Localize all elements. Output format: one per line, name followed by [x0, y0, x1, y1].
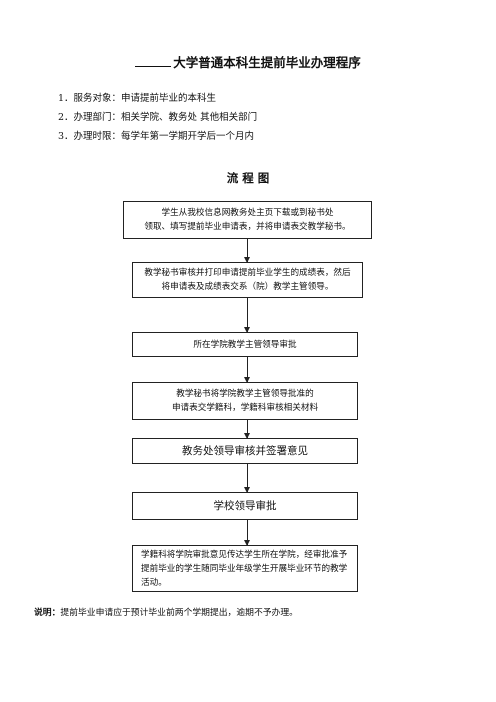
- flow-step-3-line-1: 所在学院教学主管领导审批: [193, 339, 297, 350]
- flow-step-5: 教务处领导审核并签署意见: [132, 438, 358, 464]
- flowchart-heading: 流 程 图: [226, 171, 270, 185]
- info-list: 1．服务对象：申请提前毕业的本科生 2．办理部门：相关学院、教务处 其他相关部门…: [58, 89, 257, 146]
- flow-arrow: [244, 298, 250, 333]
- info-service-target: 1．服务对象：申请提前毕业的本科生: [58, 93, 217, 104]
- flow-step-5-line-1: 教务处领导审核并签署意见: [182, 445, 308, 457]
- flow-step-7-line-3: 活动。: [141, 577, 167, 588]
- flow-step-7: 学籍科将学院审批意见传达学生所在学院，经审批准予 提前毕业的学生随同毕业年级学生…: [132, 545, 358, 592]
- flow-arrow: [244, 239, 250, 263]
- flow-arrow: [244, 357, 250, 383]
- flow-step-6-line-1: 学校领导审批: [213, 500, 277, 512]
- flow-step-3: 所在学院教学主管领导审批: [132, 332, 358, 357]
- flow-step-1-line-1: 学生从我校信息网教务处主页下载或到秘书处: [161, 208, 334, 218]
- document-title: 大学普通本科生提前毕业办理程序: [0, 52, 496, 71]
- flow-step-4-line-1: 教学秘书将学院教学主管领导批准的: [176, 389, 314, 399]
- flow-step-4: 教学秘书将学院教学主管领导批准的 申请表交学籍科，学籍科审核相关材料: [132, 382, 358, 420]
- flow-step-7-line-2: 提前毕业的学生随同毕业年级学生开展毕业环节的教学: [141, 563, 348, 574]
- flow-step-4-line-2: 申请表交学籍科，学籍科审核相关材料: [171, 403, 319, 413]
- flow-arrow: [244, 420, 250, 439]
- note-text: 提前毕业申请应于预计毕业前两个学期提出，逾期不予办理。: [60, 608, 298, 618]
- document-title-text: 大学普通本科生提前毕业办理程序: [173, 55, 361, 70]
- flow-step-1: 学生从我校信息网教务处主页下载或到秘书处 领取、填写提前毕业申请表，并将申请表交…: [123, 201, 372, 239]
- flow-step-1-line-2: 领取、填写提前毕业申请表，并将申请表交教学秘书。: [144, 222, 351, 232]
- info-departments: 2．办理部门：相关学院、教务处 其他相关部门: [58, 112, 258, 123]
- flow-arrow: [244, 464, 250, 493]
- flow-step-2: 教学秘书审核并打印申请提前毕业学生的成绩表，然后 将申请表及成绩表交系（院）教学…: [132, 262, 363, 298]
- flow-arrow: [244, 520, 250, 546]
- title-blank-line: [135, 54, 172, 67]
- flow-step-6: 学校领导审批: [132, 492, 358, 520]
- flow-step-2-line-2: 将申请表及成绩表交系（院）教学主管领导。: [161, 282, 334, 292]
- flow-step-2-line-1: 教学秘书审核并打印申请提前毕业学生的成绩表，然后: [144, 268, 351, 278]
- flow-step-7-line-1: 学籍科将学院审批意见传达学生所在学院，经审批准予: [141, 549, 348, 560]
- info-time-limit: 3．办理时限：每学年第一学期开学后一个月内: [58, 131, 255, 142]
- note-label: 说明：: [34, 608, 61, 618]
- note: 说明：提前毕业申请应于预计毕业前两个学期提出，逾期不予办理。: [34, 605, 298, 618]
